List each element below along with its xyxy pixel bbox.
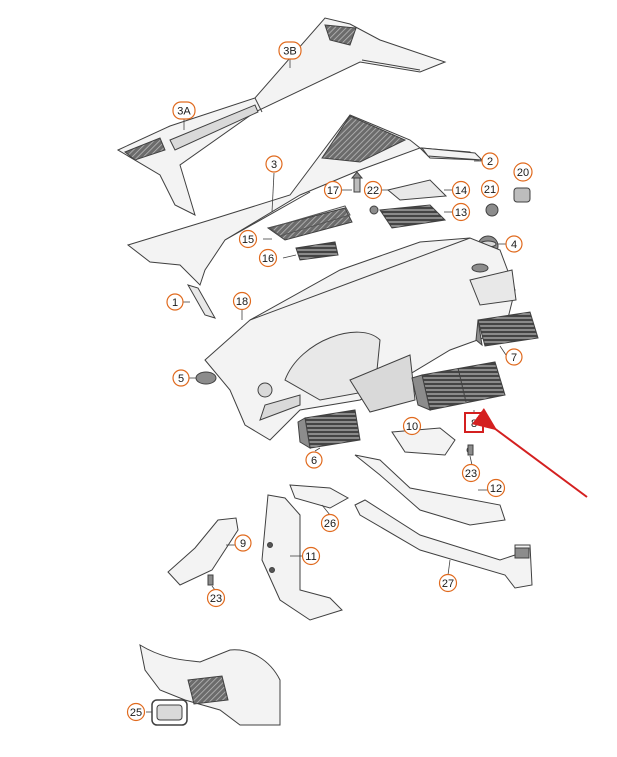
callout-23-left[interactable]: 23 [206, 588, 226, 608]
callout-1[interactable]: 1 [166, 293, 184, 311]
callout-17-label: 17 [327, 185, 339, 197]
callout-5-label: 5 [178, 373, 184, 385]
callout-2-label: 2 [487, 156, 493, 168]
callout-26[interactable]: 26 [320, 513, 340, 533]
callout-17[interactable]: 17 [323, 180, 343, 200]
callout-23-right[interactable]: 23 [461, 463, 481, 483]
callout-3[interactable]: 3 [265, 155, 283, 173]
air-duct-long [354, 499, 533, 589]
callout-4-label: 4 [511, 239, 517, 251]
dashboard-carrier [204, 237, 517, 441]
center-air-vents [411, 361, 506, 411]
callout-22-label: 22 [367, 185, 379, 197]
callout-16-label: 16 [262, 253, 274, 265]
callout-22[interactable]: 22 [363, 180, 383, 200]
air-duct-lower [261, 484, 350, 621]
callout-27[interactable]: 27 [438, 573, 458, 593]
callout-13[interactable]: 13 [451, 202, 471, 222]
callout-25-label: 25 [130, 707, 142, 719]
callout-13-label: 13 [455, 207, 467, 219]
callout-6[interactable]: 6 [305, 451, 323, 469]
callout-11-label: 11 [305, 551, 316, 563]
lower-cover-panel [139, 643, 281, 726]
air-duct-left [167, 517, 239, 586]
callout-6-label: 6 [311, 455, 317, 467]
air-vent-right [475, 311, 539, 347]
callout-12-label: 12 [490, 483, 502, 495]
callout-3b-label: 3B [283, 46, 296, 58]
callout-21[interactable]: 21 [480, 179, 500, 199]
callout-8-label: 8 [471, 418, 477, 430]
callout-27-label: 27 [442, 578, 454, 590]
air-duct-right [354, 427, 506, 526]
callout-20-label: 20 [517, 167, 529, 179]
callout-8-highlighted[interactable]: 8 [464, 412, 484, 433]
screws [467, 444, 474, 456]
callout-23-right-label: 23 [465, 468, 477, 480]
callout-3a-label: 3A [177, 106, 191, 118]
callout-12[interactable]: 12 [486, 478, 506, 498]
callout-3b[interactable]: 3B [278, 41, 302, 60]
leader-lines [146, 59, 507, 713]
callout-3a[interactable]: 3A [172, 101, 196, 120]
callout-25[interactable]: 25 [126, 702, 146, 722]
side-trim [186, 284, 217, 319]
callout-9[interactable]: 9 [234, 534, 252, 552]
callout-15[interactable]: 15 [238, 229, 258, 249]
callout-3-label: 3 [271, 159, 277, 171]
callout-10-label: 10 [406, 421, 418, 433]
grommets [195, 263, 489, 385]
callout-1-label: 1 [172, 297, 178, 309]
callout-2[interactable]: 2 [481, 152, 499, 170]
callout-15-label: 15 [242, 234, 254, 246]
air-vent-left [297, 409, 361, 449]
callout-4[interactable]: 4 [505, 235, 523, 253]
callout-14-label: 14 [455, 185, 467, 197]
callout-18[interactable]: 18 [232, 291, 252, 311]
callout-18-label: 18 [236, 296, 248, 308]
callout-23-left-label: 23 [210, 593, 222, 605]
cowl-panel-upper [116, 17, 447, 216]
callout-26-label: 26 [324, 518, 336, 530]
callout-20[interactable]: 20 [513, 162, 533, 182]
callout-11[interactable]: 11 [301, 546, 321, 566]
highlight-arrow [471, 408, 588, 498]
callout-5[interactable]: 5 [172, 369, 190, 387]
callout-7[interactable]: 7 [505, 348, 523, 366]
callout-10[interactable]: 10 [402, 416, 422, 436]
callout-21-label: 21 [484, 184, 496, 196]
upper-small-parts [266, 171, 531, 261]
callout-14[interactable]: 14 [451, 180, 471, 200]
callout-7-label: 7 [511, 352, 517, 364]
callout-16[interactable]: 16 [258, 248, 278, 268]
callout-9-label: 9 [240, 538, 246, 550]
